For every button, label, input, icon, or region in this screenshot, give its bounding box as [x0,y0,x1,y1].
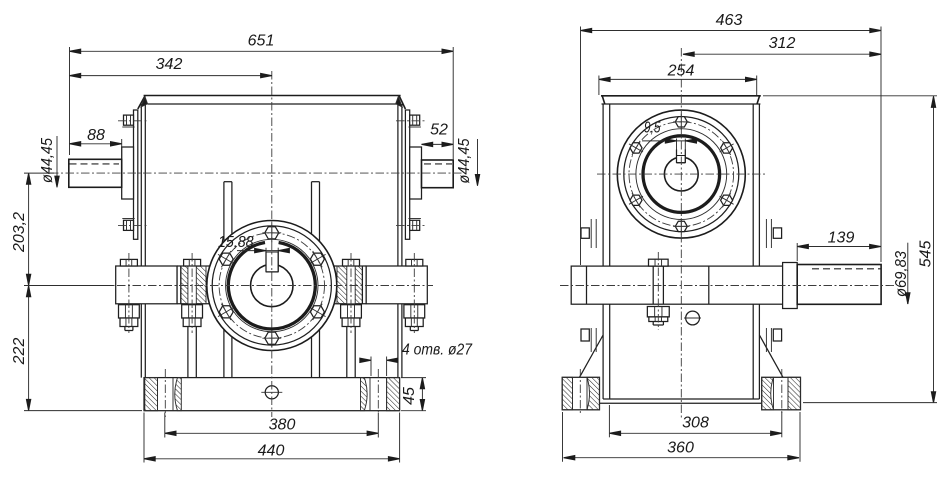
svg-text:139: 139 [828,230,855,247]
svg-text:45: 45 [401,387,418,405]
svg-text:88: 88 [87,127,105,144]
svg-text:254: 254 [667,62,695,79]
svg-text:360: 360 [667,439,694,456]
svg-text:52: 52 [430,122,448,139]
svg-text:312: 312 [769,35,796,52]
svg-text:545: 545 [918,241,935,268]
svg-text:222: 222 [11,338,28,366]
svg-text:380: 380 [269,417,296,434]
svg-text:651: 651 [248,33,275,50]
svg-text:203,2: 203,2 [11,212,28,253]
svg-text:308: 308 [682,414,709,431]
svg-text:440: 440 [258,443,285,460]
svg-text:4 отв. ø27: 4 отв. ø27 [402,342,473,359]
svg-text:ø44,45: ø44,45 [456,138,473,183]
svg-text:ø69,83: ø69,83 [893,251,910,297]
svg-text:342: 342 [156,56,183,73]
svg-text:ø44,45: ø44,45 [39,138,56,183]
svg-text:463: 463 [716,12,743,29]
svg-text:15,88: 15,88 [218,234,254,251]
svg-text:9,5: 9,5 [644,120,661,137]
